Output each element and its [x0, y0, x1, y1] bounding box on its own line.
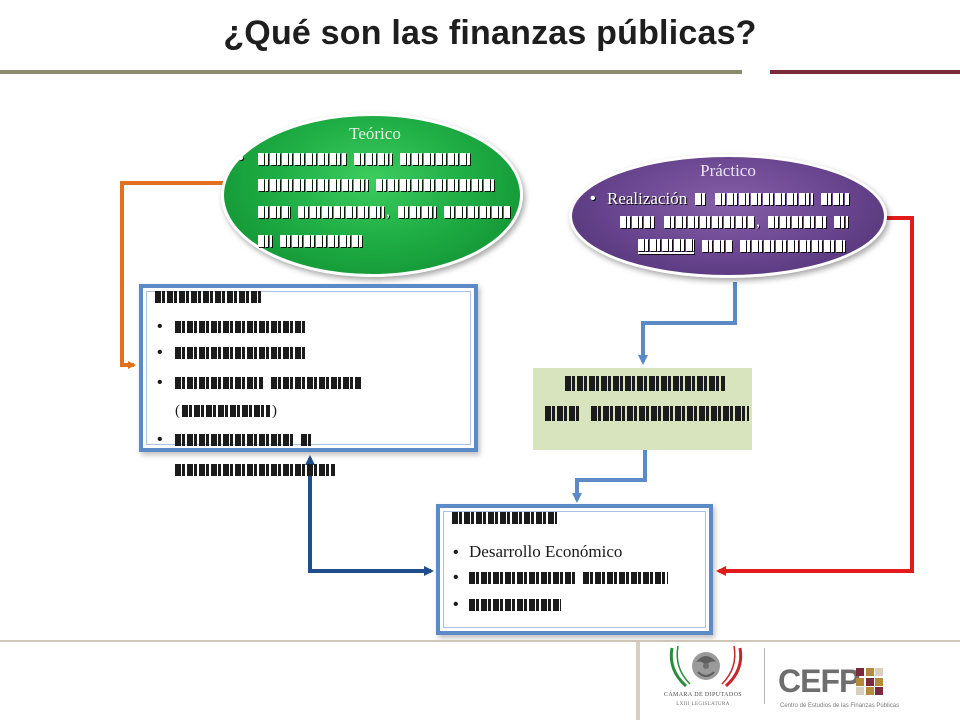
bottom-box-bullet-1 — [453, 545, 459, 561]
garbled-text — [400, 153, 470, 165]
garbled-text — [740, 240, 845, 252]
theory-line-4 — [258, 233, 362, 249]
theory-line-2 — [258, 177, 496, 193]
connector-theory-to-left-box — [120, 181, 226, 369]
garbled-text — [768, 216, 826, 228]
bottom-box-item-3 — [469, 598, 561, 612]
garbled-text — [469, 599, 561, 611]
left-box-bullet-1 — [157, 319, 163, 335]
footer-panel — [636, 642, 960, 720]
garbled-text — [298, 206, 384, 218]
garbled-text — [452, 512, 557, 524]
practice-bullet — [590, 191, 596, 207]
garbled-text — [695, 193, 708, 205]
left-box-item-3-cont: ( ) — [175, 402, 277, 420]
practice-line-2: , — [620, 213, 848, 231]
theory-ellipse — [221, 113, 523, 277]
garbled-text — [175, 347, 305, 359]
title-rule-left — [0, 70, 742, 74]
bottom-box — [436, 504, 713, 635]
bottom-box-bullet-2 — [453, 570, 459, 586]
garbled-text — [175, 377, 263, 389]
garbled-text — [565, 375, 725, 391]
label-box-line-2 — [545, 404, 749, 422]
title-rule-right — [770, 70, 960, 74]
garbled-text — [715, 193, 814, 205]
practice-comma: , — [756, 213, 760, 230]
left-box-bullet-3 — [157, 375, 163, 391]
garbled-text — [398, 206, 436, 218]
bottom-box-item-1-text: Desarrollo Económico — [469, 542, 623, 561]
garbled-text — [545, 405, 581, 421]
garbled-text — [702, 240, 732, 252]
footer-rule — [0, 640, 960, 642]
paren-open: ( — [175, 402, 180, 419]
left-box-bullet-2 — [157, 345, 163, 361]
garbled-text — [271, 377, 361, 389]
garbled-text — [175, 434, 293, 446]
garbled-text — [258, 235, 272, 247]
legislature-name: LXIII LEGISLATURA — [676, 702, 730, 707]
paren-close: ) — [272, 402, 277, 419]
garbled-text — [444, 206, 510, 218]
practice-label: Práctico — [700, 161, 756, 180]
garbled-text — [182, 405, 270, 417]
connector-practice-to-label — [638, 282, 737, 365]
garbled-text — [301, 434, 311, 446]
garbled-text — [821, 193, 850, 205]
bottom-box-bullet-3 — [453, 597, 459, 613]
garbled-text — [258, 179, 368, 191]
theory-line-3: , — [258, 203, 510, 221]
left-box — [139, 284, 478, 452]
theory-line-1 — [258, 151, 470, 167]
garbled-text — [376, 179, 496, 191]
garbled-text — [620, 216, 656, 228]
left-box-bullet-4 — [157, 432, 163, 448]
cefp-full-name: Centro de Estudios de las Finanzas Públi… — [780, 703, 900, 709]
left-box-item-1 — [175, 320, 305, 334]
footer-divider — [764, 648, 765, 704]
connector-left-box-bottom-box — [305, 455, 434, 576]
cefp-logo-text: CEFP — [778, 663, 860, 699]
theory-bullet — [238, 151, 244, 167]
garbled-text — [280, 235, 362, 247]
garbled-text — [834, 216, 848, 228]
left-box-item-2 — [175, 346, 305, 360]
practice-lead-text: Realización — [607, 189, 688, 208]
cefp-logo-grid-icon — [856, 668, 883, 695]
bottom-box-header — [452, 511, 557, 525]
theory-label: Teórico — [349, 124, 401, 143]
garbled-text — [258, 206, 290, 218]
practice-line-3 — [638, 237, 845, 255]
left-box-item-3 — [175, 376, 361, 390]
connector-label-to-bottom-box — [572, 450, 647, 503]
page-title: ¿Qué son las finanzas públicas? — [223, 14, 757, 52]
garbled-text — [258, 153, 346, 165]
garbled-text — [591, 405, 749, 421]
garbled-text — [583, 572, 668, 584]
connector-practice-to-bottom-box — [716, 216, 914, 576]
chamber-emblem-icon — [669, 645, 743, 688]
chamber-name: CÁMARA DE DIPUTADOS — [663, 692, 743, 698]
left-box-item-4-cont — [175, 463, 335, 477]
garbled-text — [155, 291, 263, 303]
garbled-text — [469, 572, 575, 584]
bottom-box-item-1: Desarrollo Económico — [469, 542, 622, 562]
theory-comma: , — [386, 203, 390, 220]
bottom-box-item-2 — [469, 571, 668, 585]
garbled-text — [354, 153, 392, 165]
garbled-text — [638, 238, 694, 254]
left-box-header — [155, 290, 263, 304]
practice-line-1: Realización — [607, 189, 850, 209]
garbled-text — [664, 216, 754, 228]
garbled-text — [175, 321, 305, 333]
left-box-item-4 — [175, 433, 311, 447]
label-box-line-1 — [565, 374, 725, 392]
garbled-text — [175, 464, 335, 476]
